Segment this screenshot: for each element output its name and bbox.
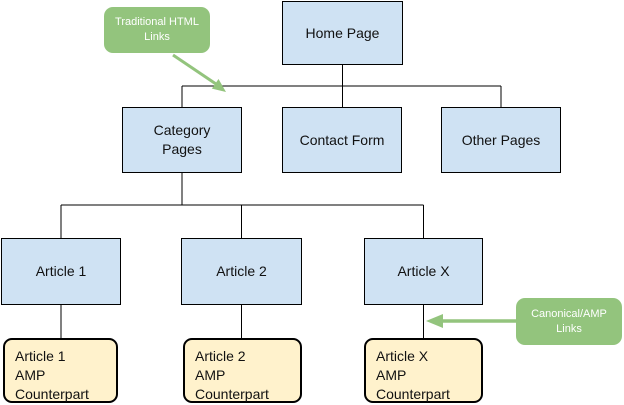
- callout-canonical-amp-links: Canonical/AMP Links: [516, 298, 622, 345]
- node-home-page: Home Page: [282, 1, 403, 65]
- node-article-x-amp-counterpart: Article X AMP Counterpart: [364, 338, 483, 403]
- node-article-1: Article 1: [1, 238, 121, 305]
- node-article-2-amp-counterpart: Article 2 AMP Counterpart: [183, 338, 302, 403]
- node-article-x: Article X: [364, 238, 483, 305]
- node-article-2: Article 2: [181, 238, 302, 305]
- node-contact-form: Contact Form: [282, 107, 402, 173]
- traditional-links-arrow-icon: [172, 53, 226, 92]
- callout-traditional-html-links: Traditional HTML Links: [104, 7, 210, 53]
- node-other-pages: Other Pages: [441, 107, 561, 173]
- canonical-links-arrow-icon: [426, 314, 516, 328]
- node-category-pages: Category Pages: [122, 107, 242, 173]
- node-article-1-amp-counterpart: Article 1 AMP Counterpart: [3, 338, 118, 403]
